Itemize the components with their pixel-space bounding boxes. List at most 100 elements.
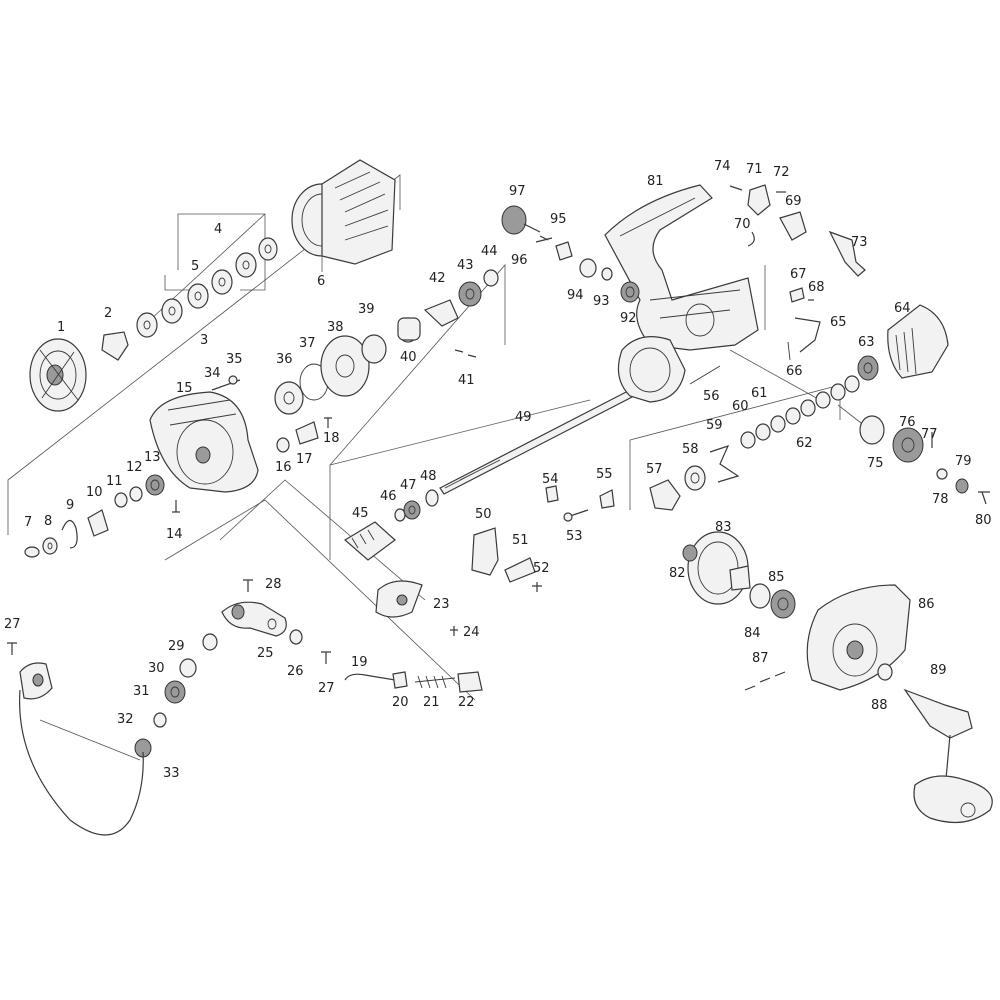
- screw-parts-87-88: [744, 663, 893, 691]
- part-label: 39: [358, 302, 375, 317]
- part-label: 6: [317, 274, 325, 289]
- rotor-cover-parts-36-38: [274, 335, 370, 415]
- part-label: 78: [932, 492, 949, 507]
- part-label: 36: [276, 352, 293, 367]
- part-label: 40: [400, 350, 417, 365]
- part-label: 52: [533, 561, 550, 576]
- part-label: 61: [751, 386, 768, 401]
- part-label: 76: [899, 415, 916, 430]
- part-label: 84: [744, 626, 761, 641]
- part-label: 60: [732, 399, 749, 414]
- anti-reverse-parts-69-74: [729, 184, 866, 277]
- part-label: 72: [773, 165, 790, 180]
- part-label: 87: [752, 651, 769, 666]
- bail-assembly: [7, 579, 483, 836]
- part-label: 27: [4, 617, 21, 632]
- shaft-bearing-parts-92-97: [501, 205, 640, 303]
- small-parts-7-14: [24, 474, 180, 558]
- part-label: 97: [509, 184, 526, 199]
- part-label: 94: [567, 288, 584, 303]
- part-label: 10: [86, 485, 103, 500]
- rear-parts-63-68: [787, 287, 949, 381]
- part-label: 16: [275, 460, 292, 475]
- part-label: 58: [682, 442, 699, 457]
- part-label: 55: [596, 467, 613, 482]
- part-label: 65: [830, 315, 847, 330]
- part-label: 62: [796, 436, 813, 451]
- part-label: 30: [148, 661, 165, 676]
- part-label: 22: [458, 695, 475, 710]
- part-label: 34: [204, 366, 221, 381]
- part-label: 53: [566, 529, 583, 544]
- part-label: 14: [166, 527, 183, 542]
- part-label: 59: [706, 418, 723, 433]
- part-label: 18: [323, 431, 340, 446]
- part-label: 83: [715, 520, 732, 535]
- bail-parts-26-32: [134, 579, 331, 758]
- line-roller-parts-19-24: [344, 580, 483, 693]
- body-frame-part-81: [604, 184, 759, 351]
- part-label: 82: [669, 566, 686, 581]
- part-label: 93: [593, 294, 610, 309]
- part-label: 67: [790, 267, 807, 282]
- part-label: 42: [429, 271, 446, 286]
- part-label: 51: [512, 533, 529, 548]
- part-label: 89: [930, 663, 947, 678]
- washer-stack-parts-60-62: [740, 375, 860, 449]
- part-label: 35: [226, 352, 243, 367]
- part-label: 70: [734, 217, 751, 232]
- part-label: 45: [352, 506, 369, 521]
- part-label: 28: [265, 577, 282, 592]
- part-label: 25: [257, 646, 274, 661]
- part-label: 31: [133, 684, 150, 699]
- part-label: 68: [808, 280, 825, 295]
- part-label: 80: [975, 513, 992, 528]
- part-label: 33: [163, 766, 180, 781]
- bearing-parts-84-85: [749, 583, 796, 619]
- gear-parts-75-80: [859, 415, 990, 505]
- part-label: 23: [433, 597, 450, 612]
- body-assembly: [501, 184, 949, 511]
- part-label: 43: [457, 258, 474, 273]
- drag-knob-part-1: [29, 338, 87, 412]
- group-bracket-lines: [7, 174, 871, 761]
- part-label: 69: [785, 194, 802, 209]
- rotor-assembly: [24, 269, 499, 558]
- part-label: 7: [24, 515, 32, 530]
- part-label: 86: [918, 597, 935, 612]
- part-label: 85: [768, 570, 785, 585]
- part-label: 54: [542, 472, 559, 487]
- part-label: 79: [955, 454, 972, 469]
- part-label: 5: [191, 259, 199, 274]
- part-label: 41: [458, 373, 475, 388]
- part-label: 13: [144, 450, 161, 465]
- part-label: 29: [168, 639, 185, 654]
- oscillation-slider-parts-50-53: [471, 509, 589, 592]
- part-label: 75: [867, 456, 884, 471]
- part-label: 11: [106, 474, 123, 489]
- part-label: 26: [287, 664, 304, 679]
- part-label: 17: [296, 452, 313, 467]
- part-label: 44: [481, 244, 498, 259]
- part-label: 66: [786, 364, 803, 379]
- part-label: 57: [646, 462, 663, 477]
- part-label: 19: [351, 655, 368, 670]
- drag-washer-stack-part-3-5: [136, 237, 278, 338]
- drag-clicker-part-2: [101, 331, 129, 361]
- rotor-body-part-15: [149, 391, 259, 493]
- part-label: 92: [620, 311, 637, 326]
- main-gear-part-83: [682, 531, 751, 605]
- spool-assembly: [29, 159, 396, 412]
- part-label: 24: [463, 625, 480, 640]
- part-label: 15: [176, 381, 193, 396]
- part-label: 38: [327, 320, 344, 335]
- part-label: 63: [858, 335, 875, 350]
- side-plate-part-86: [806, 584, 911, 691]
- spool-part-6: [291, 159, 396, 272]
- part-label: 20: [392, 695, 409, 710]
- part-label: 73: [851, 235, 868, 250]
- handle-part-89: [903, 688, 993, 824]
- part-label: 81: [647, 174, 664, 189]
- part-label: 95: [550, 212, 567, 227]
